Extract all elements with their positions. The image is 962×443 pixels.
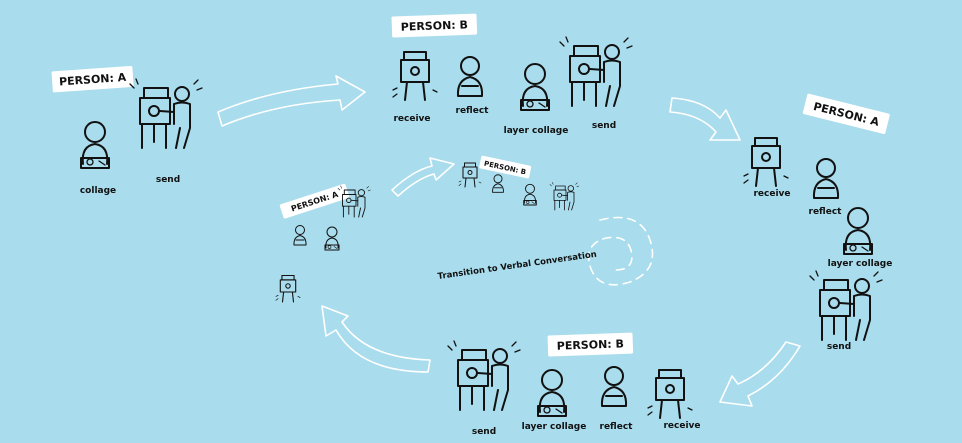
inner-cycle xyxy=(275,162,580,303)
person-at-easel-icon xyxy=(809,270,883,341)
label-receive-b2: receive xyxy=(663,421,700,431)
person-reflecting-icon xyxy=(456,56,484,97)
label-reflect-b: reflect xyxy=(456,106,490,116)
tag-person-b-top: PERSON: B xyxy=(391,13,478,38)
person-collaging-icon xyxy=(520,63,550,111)
label-reflect-a2: reflect xyxy=(809,207,843,217)
person-at-easel-icon xyxy=(447,340,521,411)
easel-receive-icon xyxy=(275,274,301,303)
transition-swirl-icon xyxy=(587,216,654,286)
person-at-easel-icon xyxy=(549,181,580,211)
svg-text:PERSON: A: PERSON: A xyxy=(59,71,127,89)
person-collaging-icon xyxy=(523,183,537,206)
transition-label: Transition to Verbal Conversation xyxy=(437,250,597,282)
person-collaging-icon xyxy=(537,369,567,417)
tag-person-b-bottom: PERSON: B xyxy=(547,332,634,357)
easel-receive-icon xyxy=(392,51,438,101)
label-reflect-b2: reflect xyxy=(600,422,634,432)
person-at-easel-icon xyxy=(129,78,203,149)
label-collage: collage xyxy=(80,186,116,196)
label-receive-b: receive xyxy=(393,114,430,124)
label-layer-collage-b2: layer collage xyxy=(522,422,587,432)
arrow-b-to-inner xyxy=(321,305,431,373)
easel-receive-icon xyxy=(647,369,693,419)
easel-receive-icon xyxy=(458,162,482,188)
arrow-a-to-b-bottom xyxy=(719,341,801,407)
label-layer-collage-b: layer collage xyxy=(504,126,569,136)
person-reflecting-icon xyxy=(293,225,307,246)
person-reflecting-icon xyxy=(600,366,628,407)
person-collaging-icon xyxy=(80,121,110,169)
tag-person-a-right: PERSON: A xyxy=(802,93,890,135)
tag-person-a-start: PERSON: A xyxy=(51,65,134,93)
person-reflecting-icon xyxy=(812,158,840,199)
tag-inner-person-b: PERSON: B xyxy=(479,155,532,179)
person-collaging-icon xyxy=(324,226,340,251)
person-collaging-icon xyxy=(843,207,873,255)
label-layer-collage-a2: layer collage xyxy=(828,259,893,269)
arrow-inner-a-to-b xyxy=(391,157,455,197)
label-send-b: send xyxy=(592,121,616,131)
easel-receive-icon xyxy=(743,137,789,187)
label-send-b2: send xyxy=(472,427,496,437)
label-receive-a2: receive xyxy=(753,189,790,199)
svg-text:PERSON: B: PERSON: B xyxy=(557,337,625,352)
svg-text:PERSON: B: PERSON: B xyxy=(401,18,469,33)
label-send-a: send xyxy=(156,175,180,185)
arrow-b-to-a xyxy=(669,97,741,141)
person-reflecting-icon xyxy=(492,174,504,193)
label-send-a2: send xyxy=(827,342,851,352)
arrow-a-to-b xyxy=(217,75,366,127)
person-at-easel-icon xyxy=(559,36,633,107)
